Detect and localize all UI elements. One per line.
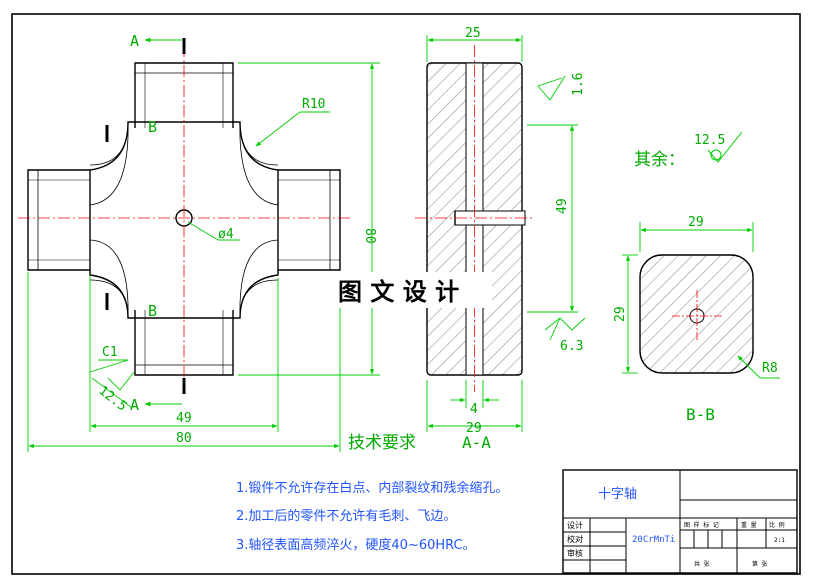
top-shaft-outline: [134, 62, 234, 128]
tech-req-item-2: 2.加工后的零件不允许有毛刺、飞边。: [236, 508, 456, 524]
header-cell-drawing-mark: 图 样 标 记: [684, 521, 719, 529]
material-name: 20CrMnTi: [632, 535, 675, 545]
section-mark-top: A: [130, 32, 139, 50]
section-mark-b-lower: B: [148, 302, 157, 320]
front-view: [27, 62, 341, 376]
scale-value: 2:1: [774, 537, 785, 544]
row-label-check: 校对: [567, 534, 583, 544]
left-shaft-outline: [27, 169, 90, 271]
section-aa-dim-text: 25 49 4 29 1.6 6.3 A-A: [462, 26, 586, 452]
section-bb-dim-text: 29 29 R8 B-B: [613, 215, 778, 424]
tech-req-item-3: 3.轴径表面高频淬火，硬度40~60HRC。: [236, 537, 476, 553]
section-bb-view: [639, 254, 754, 374]
tech-requirements: 技术要求 1.锻件不允许存在白点、内部裂纹和残余缩孔。 2.加工后的零件不允许有…: [236, 433, 508, 553]
aa-dim-top: 25: [465, 26, 481, 41]
section-aa-dimensions: [426, 35, 586, 432]
section-mark-b-upper: B: [148, 118, 157, 136]
remaining-label: 其余：: [634, 150, 685, 170]
section-aa-view: [415, 45, 535, 392]
header-cell-weight: 重 量: [741, 521, 757, 529]
dim-overall-width-label: 80: [176, 431, 192, 446]
sheet-count: 共 张: [694, 560, 710, 568]
section-cut-marks: [105, 38, 186, 394]
front-centerlines: [18, 45, 350, 390]
title-block: [562, 469, 798, 574]
tech-req-title: 技术要求: [348, 433, 416, 453]
front-roughness-label: 12.5: [96, 383, 130, 414]
chamfer-label: C1: [102, 345, 118, 360]
section-arrows: [144, 37, 182, 407]
aa-dim-bottom: 29: [466, 421, 482, 436]
front-dimensions: [27, 62, 380, 452]
remaining-roughness: 其余： 12.5: [634, 131, 743, 170]
bb-dim-top: 29: [688, 215, 704, 230]
dim-inner-width-label: 49: [176, 411, 192, 426]
radius-label: R10: [302, 97, 325, 112]
watermark-backdrop: [334, 272, 492, 308]
part-name: 十字轴: [598, 487, 637, 502]
tech-req-item-1: 1.锻件不允许存在白点、内部裂纹和残余缩孔。: [236, 480, 508, 496]
bb-caption: B-B: [686, 405, 715, 424]
aa-caption: A-A: [462, 433, 491, 452]
watermark: 图 文 设 计: [338, 277, 459, 306]
section-bb-dimensions: [622, 222, 780, 379]
bb-dim-side: 29: [613, 306, 628, 322]
aa-dim-bottom-small: 4: [470, 402, 478, 417]
header-cell-scale: 比 例: [769, 521, 785, 529]
aa-dim-side: 49: [555, 198, 570, 214]
aa-roughness-top: 1.6: [571, 73, 586, 96]
section-mark-bottom: A: [130, 396, 139, 414]
dim-height-label: 80: [362, 228, 377, 244]
row-label-review: 审核: [567, 548, 583, 558]
row-label-design: 设计: [567, 520, 583, 530]
sheet-number: 第 张: [752, 560, 768, 568]
sheet-frame: [11, 13, 801, 575]
hole-dia-label: ø4: [218, 227, 234, 242]
bb-radius-label: R8: [762, 361, 778, 376]
aa-roughness-bottom: 6.3: [560, 339, 583, 354]
right-shaft-outline: [278, 169, 341, 271]
front-dim-text: A A B B R10 ø4 80 49 80 C1 12.5: [96, 32, 377, 446]
title-block-text: 十字轴 20CrMnTi 设计 校对 审核 图 样 标 记 重 量 比 例 2:…: [567, 487, 785, 568]
remaining-value: 12.5: [694, 133, 725, 148]
